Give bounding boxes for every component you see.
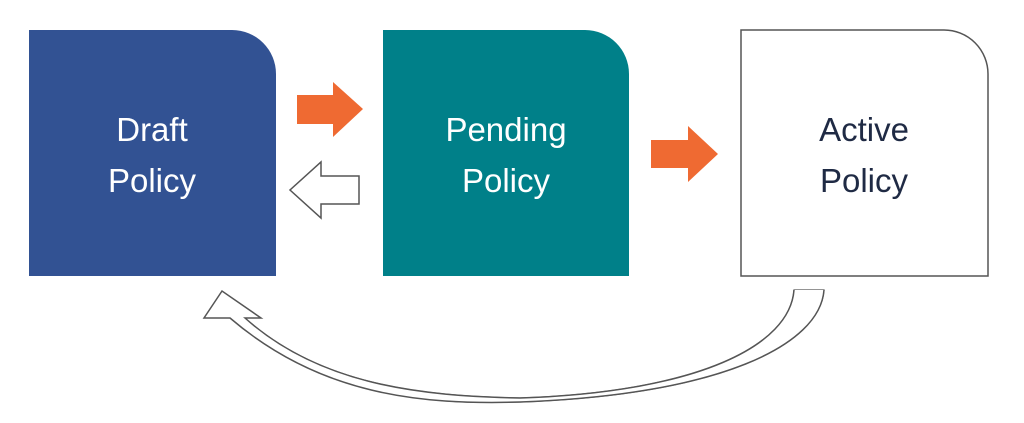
draft-policy-label-line2: Policy: [108, 162, 197, 199]
draft-policy-label-line1: Draft: [116, 111, 188, 148]
draft-policy-box: [29, 30, 276, 276]
state-pending-policy: Pending Policy: [383, 30, 629, 276]
arrow-pending-to-draft: [288, 160, 360, 220]
pending-policy-label-line2: Policy: [462, 162, 551, 199]
arrow-pending-to-active: [651, 126, 718, 182]
state-draft-policy: Draft Policy: [29, 30, 276, 276]
active-policy-label-line1: Active: [819, 111, 909, 148]
curved-arrow-body: [202, 289, 825, 404]
pending-policy-label-line1: Pending: [445, 111, 566, 148]
active-policy-label-line2: Policy: [820, 162, 909, 199]
pending-policy-box: [383, 30, 629, 276]
state-active-policy: Active Policy: [740, 29, 989, 277]
arrow-active-to-draft: [202, 289, 825, 404]
arrow-draft-to-pending: [297, 82, 363, 137]
curved-arrow-shade: [244, 289, 825, 404]
active-policy-box: [740, 29, 989, 277]
